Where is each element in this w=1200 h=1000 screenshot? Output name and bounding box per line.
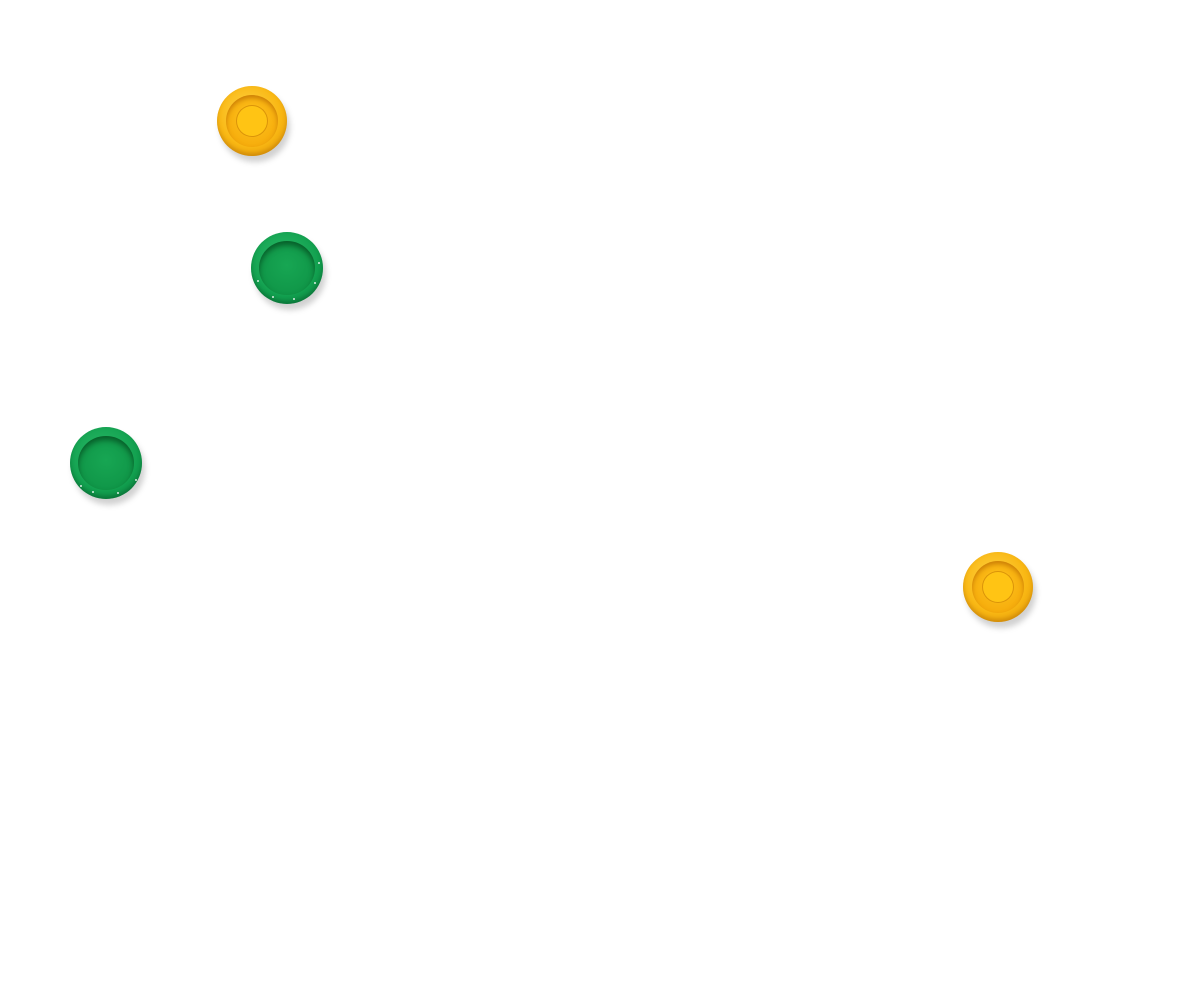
bottle-cap-green xyxy=(70,427,145,505)
bottle-cap-yellow xyxy=(963,552,1036,628)
bottle-cap-green xyxy=(251,232,326,310)
bottle-cap-yellow xyxy=(217,86,290,162)
